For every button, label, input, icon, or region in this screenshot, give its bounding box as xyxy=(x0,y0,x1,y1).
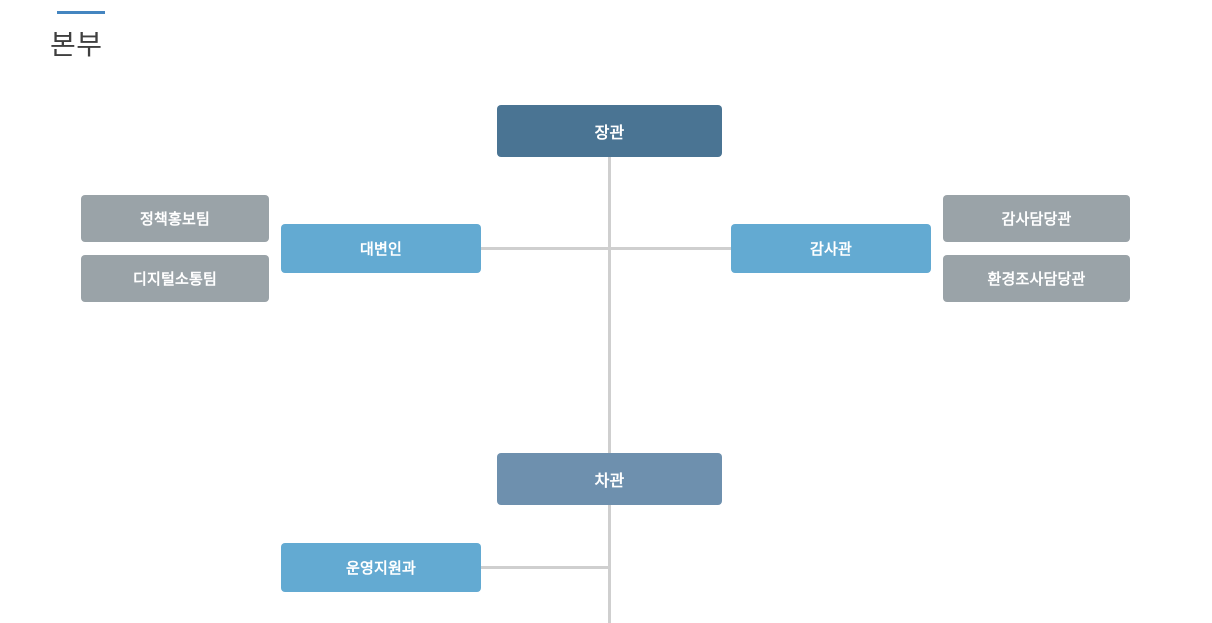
node-operations-support[interactable]: 운영지원과 xyxy=(281,543,481,592)
title-accent-bar xyxy=(57,11,105,14)
node-auditor[interactable]: 감사관 xyxy=(731,224,931,273)
connector-vice-minister-trunk xyxy=(608,505,611,623)
node-spokesperson[interactable]: 대변인 xyxy=(281,224,481,273)
node-minister[interactable]: 장관 xyxy=(497,105,722,157)
node-audit-officer[interactable]: 감사담당관 xyxy=(943,195,1130,242)
node-vice-minister[interactable]: 차관 xyxy=(497,453,722,505)
connector-minister-trunk-lower xyxy=(608,250,611,453)
connector-staff-crossbar xyxy=(481,247,731,250)
node-digital-comm-team[interactable]: 디지털소통팀 xyxy=(81,255,269,302)
connector-operations-support-branch xyxy=(481,566,611,569)
connector-minister-trunk-upper xyxy=(608,157,611,249)
page-title: 본부 xyxy=(50,29,103,60)
node-policy-pr-team[interactable]: 정책홍보팀 xyxy=(81,195,269,242)
node-env-investigation-officer[interactable]: 환경조사담당관 xyxy=(943,255,1130,302)
